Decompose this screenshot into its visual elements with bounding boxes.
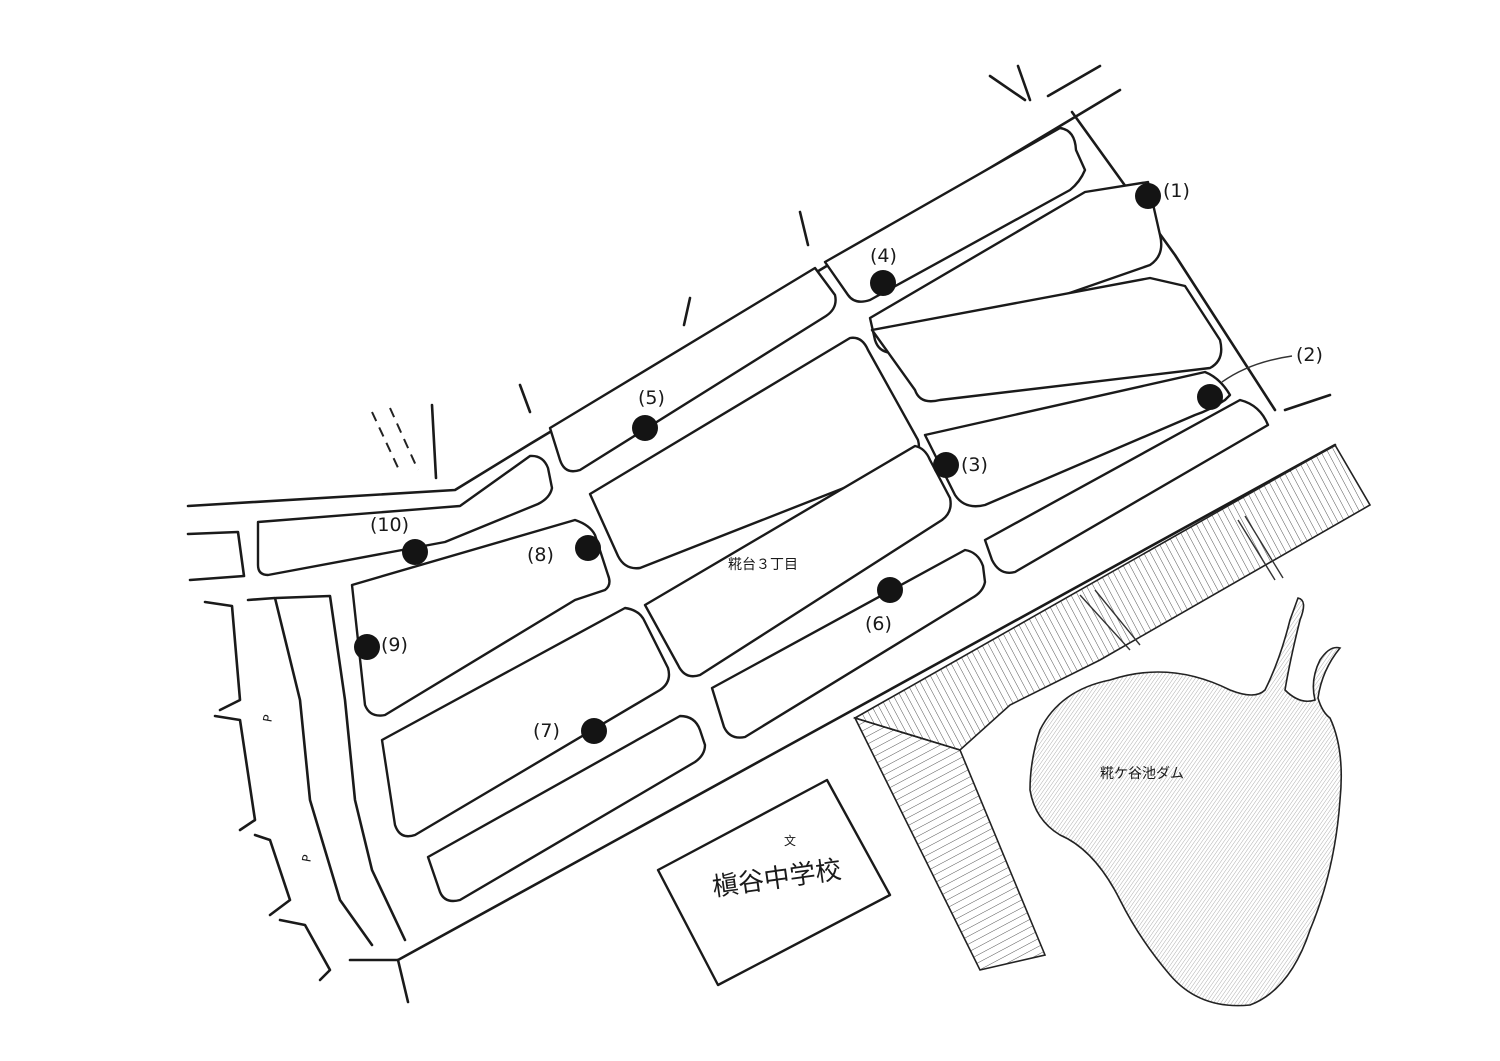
block-w1 [256,454,554,577]
point-label-8: (8) [527,544,554,566]
block-n2 [548,266,837,473]
marker-4[interactable] [870,270,896,296]
dam-pond [1029,597,1342,1007]
district-label: 糀台３丁目 [728,557,798,573]
point-label-10: (10) [370,514,409,536]
parking-mark-1: P [260,714,275,724]
block-n1 [823,126,1087,303]
marker-2[interactable] [1197,384,1223,410]
marker-7[interactable] [581,718,607,744]
point-label-2: (2) [1296,344,1323,366]
survey-points [354,183,1293,744]
block-e2 [983,398,1270,574]
dam-label: 糀ケ谷池ダム [1100,766,1184,782]
point-label-3: (3) [961,454,988,476]
city-blocks [256,126,1270,987]
block-w4 [426,714,707,903]
marker-8[interactable] [575,535,601,561]
point-label-1: (1) [1163,180,1190,202]
parking-mark-2: P [299,854,314,864]
marker-5[interactable] [632,415,658,441]
block-w2 [350,518,611,717]
school-block [656,778,892,987]
marker-10[interactable] [402,539,428,565]
block-c3 [710,548,987,739]
point-labels: (1) (2) (3) (4) (5) (6) (7) (8) (9) (10) [370,180,1323,742]
marker-3[interactable] [933,452,959,478]
embankment [852,443,1372,971]
block-c2 [643,444,952,678]
school-symbol: 文 [784,833,796,848]
road-network [186,64,1337,1004]
point-label-9: (9) [381,634,408,656]
point-label-5: (5) [638,387,665,409]
block-ne2 [870,276,1223,403]
marker-9[interactable] [354,634,380,660]
marker-6[interactable] [877,577,903,603]
block-w3 [380,606,671,838]
point-label-7: (7) [533,720,560,742]
marker-1[interactable] [1135,183,1161,209]
point-label-6: (6) [865,613,892,635]
point-label-4: (4) [870,245,897,267]
